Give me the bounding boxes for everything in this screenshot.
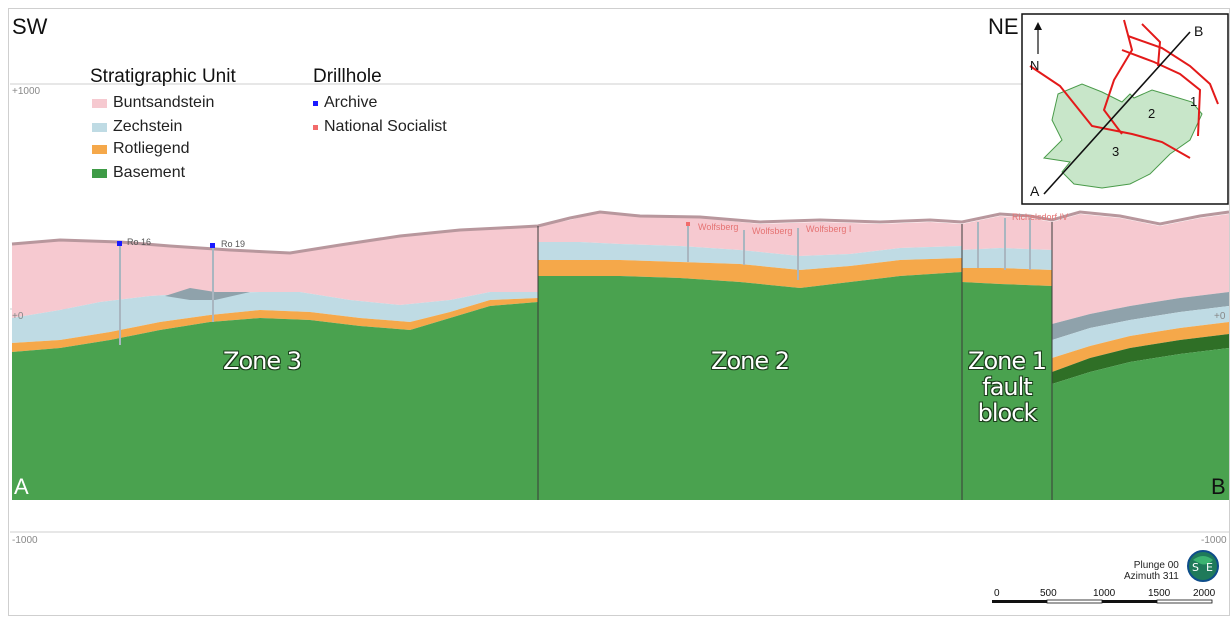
zone-3-label-line: Zone 3 (223, 347, 302, 375)
scale-label-0: 0 (994, 588, 1000, 599)
inset-map: N A B 1 2 3 (1021, 13, 1229, 205)
drillhole-ro19-collar (210, 243, 215, 248)
legend-unit-zechstein-label: Zechstein (113, 118, 183, 135)
zone1-basement-layer (962, 282, 1052, 500)
zone2-zechstein-layer (538, 242, 962, 270)
legend-dot-national-socialist (313, 124, 318, 130)
zone-2-label-line: Zone 2 (711, 347, 790, 375)
drillhole-label-ro16: Ro 16 (127, 237, 152, 247)
view-plunge: Plunge 00 (1133, 560, 1179, 571)
inset-map-fault-4 (1121, 49, 1202, 137)
elevation-label-minus-1000-left: -1000 (12, 535, 38, 546)
zone-1-label-line-3: block (977, 399, 1038, 427)
east-zechstein-layer (1052, 306, 1229, 358)
section-end-label: B (1211, 474, 1226, 499)
scale-label-500: 500 (1040, 588, 1057, 599)
zone2-buntsandstein-layer (538, 212, 962, 256)
zone-2-label: Zone 2 (700, 348, 800, 374)
scale-label-1000: 1000 (1093, 588, 1116, 599)
zone1-rotliegend-layer (962, 268, 1052, 286)
drillhole-label-richelsdorf: Richelsdorf IV (1012, 212, 1069, 222)
legend-drillhole-national-socialist-label: National Socialist (324, 118, 447, 135)
orientation-sw-label: SW (12, 14, 48, 39)
drillhole-label-ro19: Ro 19 (221, 239, 246, 249)
zone3-buntsandstein-layer (12, 226, 538, 318)
legend-unit-buntsandstein-label: Buntsandstein (113, 94, 215, 111)
zone-1-label-line-1: Zone 1 (968, 347, 1047, 375)
legend-stratigraphy-title: Stratigraphic Unit (90, 66, 236, 87)
view-azimuth: Azimuth 311 (1124, 571, 1179, 582)
legend-drillhole-archive-label: Archive (324, 94, 378, 111)
inset-map-fault-3 (1127, 35, 1219, 105)
legend-swatch-zechstein (92, 122, 107, 132)
elevation-label-0-right: +0 (1214, 311, 1226, 322)
zone-3-label: Zone 3 (212, 348, 312, 374)
elevation-label-minus-1000-right: -1000 (1201, 535, 1227, 546)
legend-swatch-rotliegend (92, 144, 107, 154)
east-buntsandstein-layer (1052, 214, 1229, 324)
zone3-zechstein-dark-lens (165, 288, 250, 300)
inset-map-point-a: A (1030, 183, 1040, 199)
zone2-basement-layer (538, 272, 962, 500)
inset-map-zone-1: 1 (1190, 94, 1197, 109)
east-basement-layer (1052, 348, 1229, 500)
drillhole-ro16-collar (117, 241, 122, 246)
inset-map-fault-5 (1141, 23, 1162, 67)
legend-unit-zechstein: Zechstein (92, 118, 182, 136)
elevation-label-0-left: +0 (12, 311, 24, 322)
inset-map-zone-2: 2 (1148, 106, 1155, 121)
east-rotliegend-layer (1052, 322, 1229, 372)
topographic-surface (11, 210, 1230, 255)
zone-1-label: Zone 1 fault block (957, 348, 1057, 426)
inset-map-zone-3: 3 (1112, 144, 1119, 159)
inset-map-fault-2 (1102, 19, 1134, 135)
compass-e: E (1206, 561, 1213, 574)
compass-s: S (1192, 561, 1199, 574)
zone2-rotliegend-layer (538, 258, 962, 288)
zone-1-label-line-2: fault (982, 373, 1032, 401)
east-basement-dark-layer (1052, 334, 1229, 384)
legend-drillhole-archive: Archive (313, 94, 377, 112)
inset-map-zone-area (1042, 83, 1203, 189)
drillhole-label-wolfsberg-2: Wolfsberg (752, 226, 793, 236)
legend-unit-rotliegend-label: Rotliegend (113, 140, 190, 157)
scale-label-1500: 1500 (1148, 588, 1171, 599)
zone3-zechstein-layer (12, 292, 538, 343)
elevation-label-1000: +1000 (12, 86, 41, 97)
inset-map-point-b: B (1194, 23, 1203, 39)
legend-unit-rotliegend: Rotliegend (92, 140, 190, 158)
scale-bar (992, 599, 1213, 604)
legend-swatch-buntsandstein (92, 98, 107, 108)
legend-dot-archive (313, 100, 318, 106)
legend-drillhole-title: Drillhole (313, 66, 382, 87)
inset-map-north-label: N (1030, 58, 1039, 73)
section-start-label: A (14, 474, 29, 499)
drillhole-wolfsberg-1-collar (686, 222, 690, 226)
inset-map-fault-1 (1029, 65, 1191, 159)
figure-frame (8, 8, 1230, 616)
inset-map-section-line (1043, 31, 1191, 195)
legend-unit-basement: Basement (92, 164, 185, 182)
drillhole-label-wolfsberg-3: Wolfsberg I (806, 224, 852, 234)
compass-globe: S E (1187, 550, 1219, 582)
east-zechstein-dark-layer (1052, 292, 1229, 340)
orientation-ne-label: NE (988, 14, 1019, 39)
legend-unit-buntsandstein: Buntsandstein (92, 94, 214, 112)
legend-unit-basement-label: Basement (113, 164, 186, 181)
zone3-basement-layer (12, 302, 538, 500)
legend-swatch-basement (92, 168, 107, 178)
view-orientation: Plunge 00 Azimuth 311 (1124, 560, 1179, 582)
zone1-zechstein-layer (962, 248, 1052, 270)
scale-label-2000: 2000 (1193, 588, 1216, 599)
zone3-rotliegend-layer (12, 298, 538, 352)
drillhole-label-wolfsberg-1: Wolfsberg (698, 222, 739, 232)
legend-drillhole-national-socialist: National Socialist (313, 118, 447, 136)
inset-map-north-arrow-head (1034, 22, 1042, 30)
